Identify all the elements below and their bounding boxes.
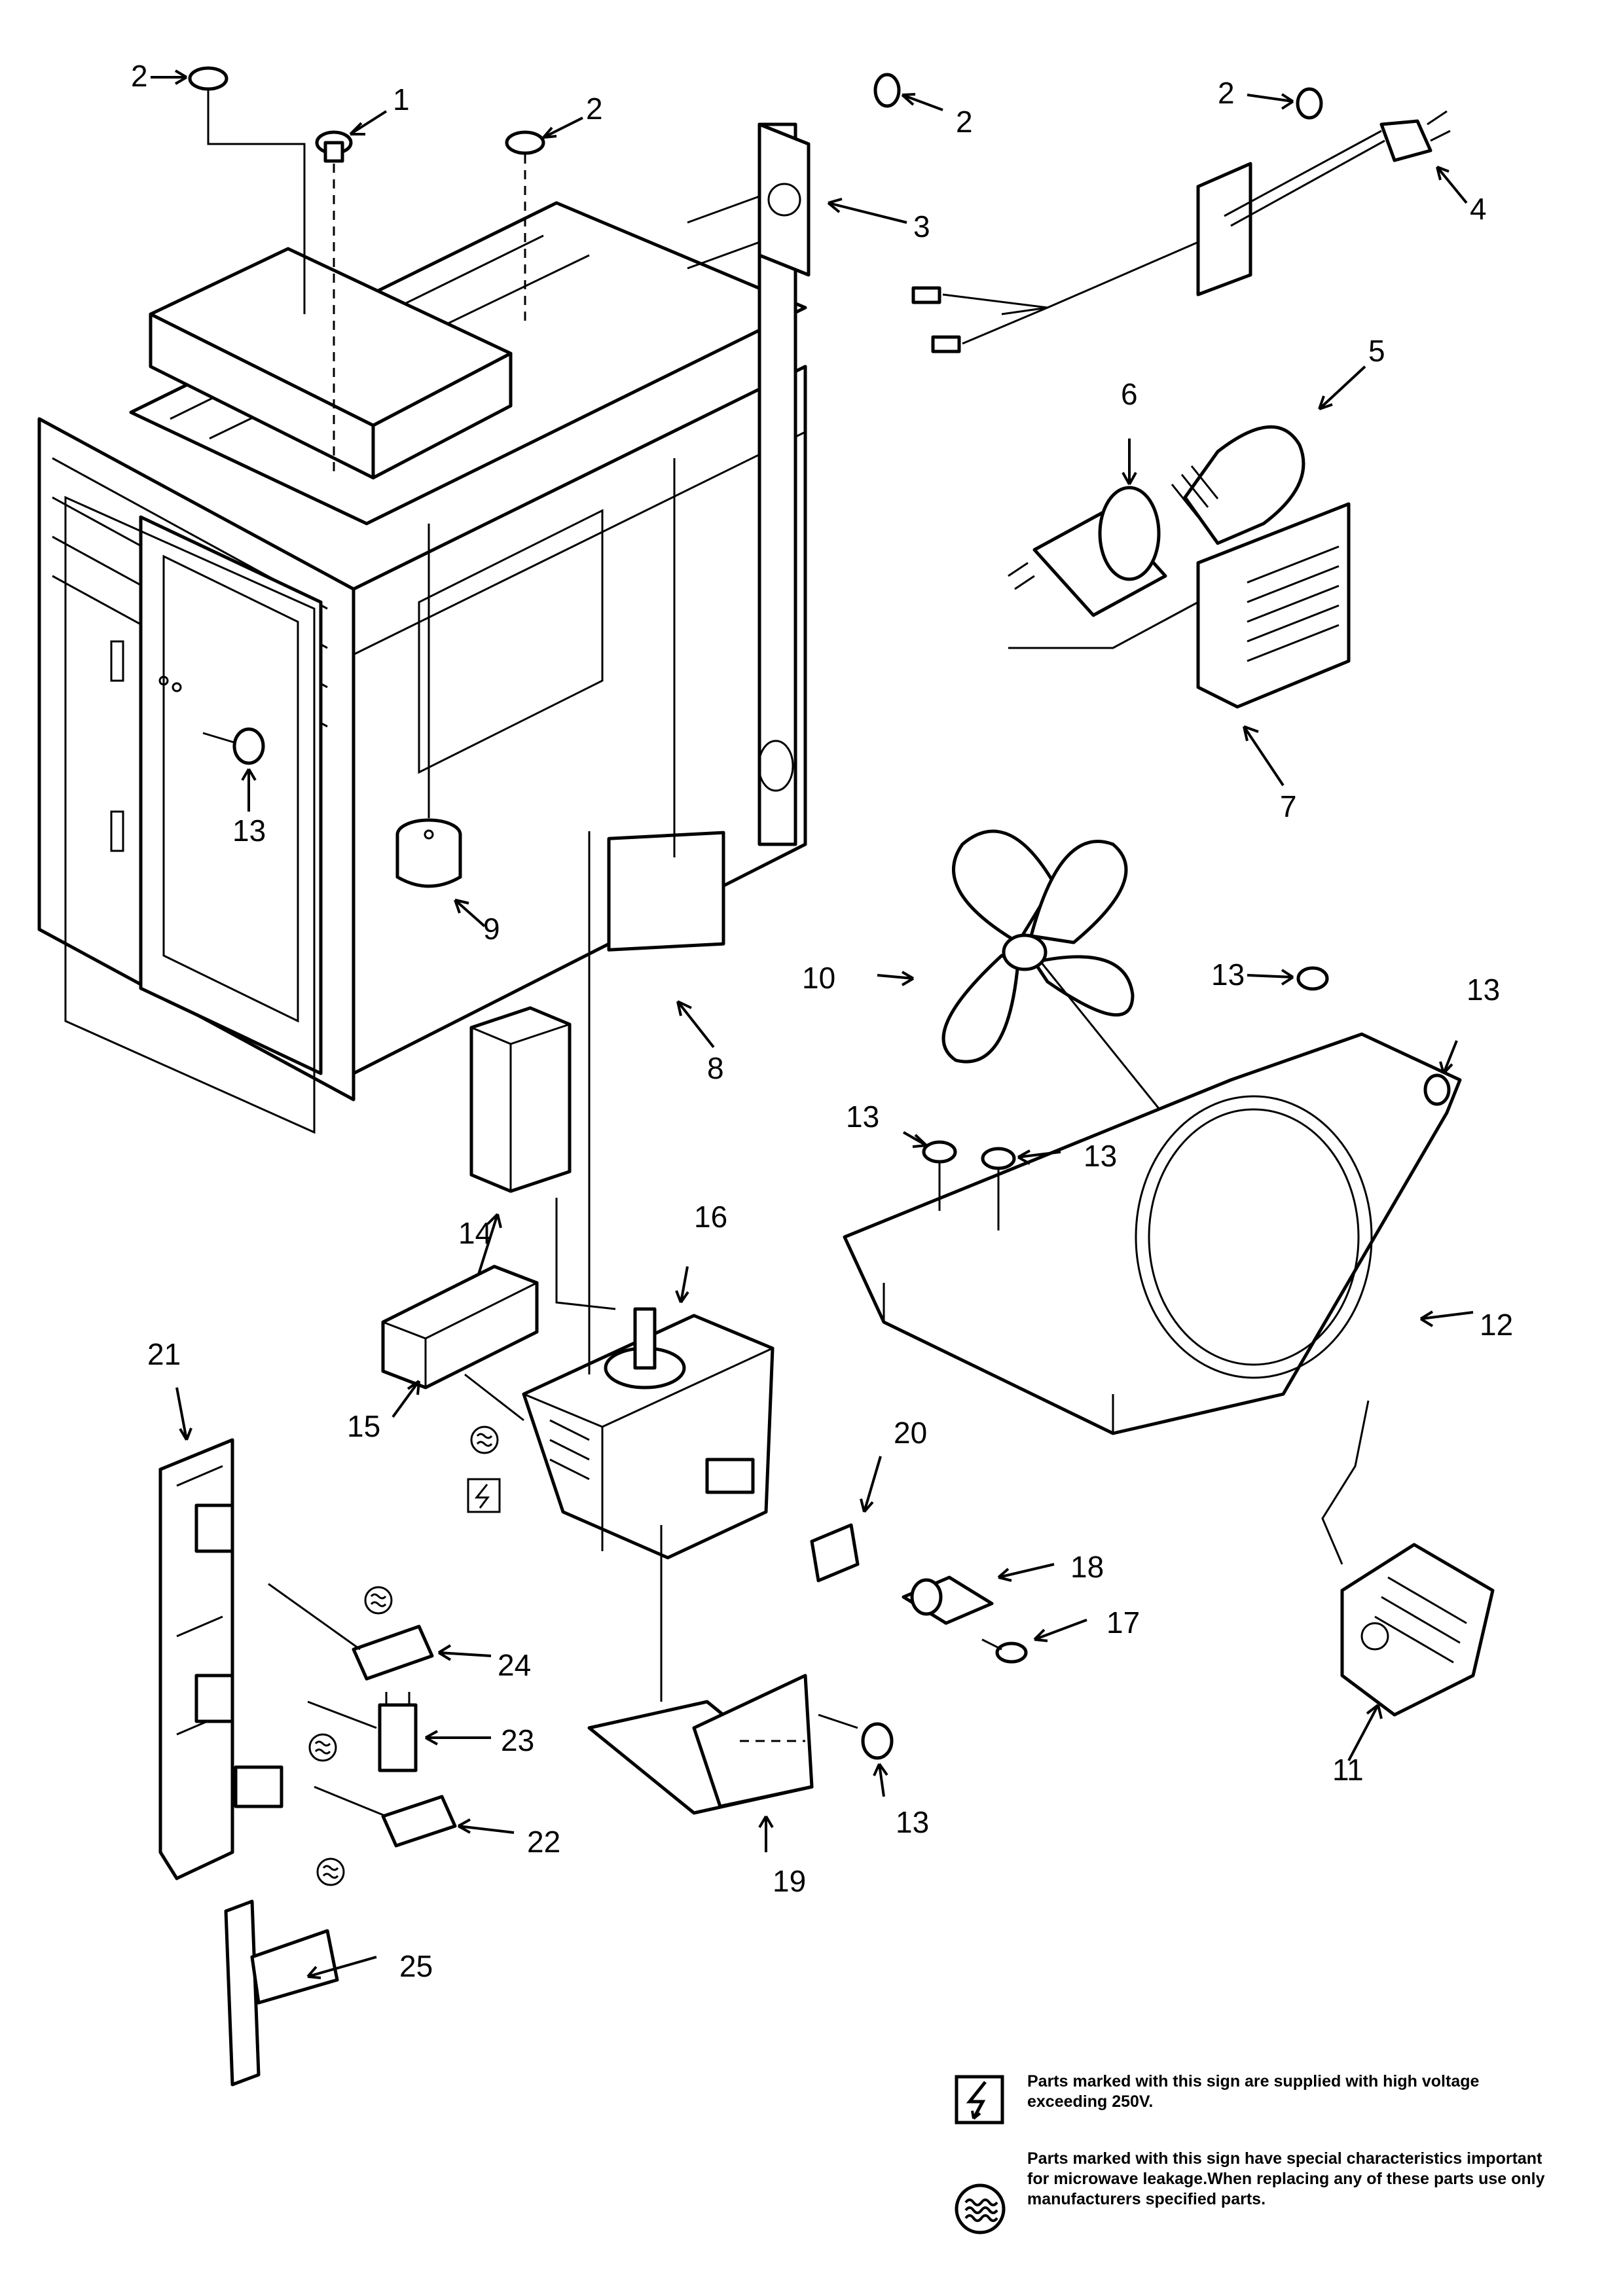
callout-24: 24 [498, 1648, 531, 1682]
part-19-bracket [587, 1525, 814, 1852]
callout-13: 13 [1467, 973, 1500, 1007]
chassis-frame [37, 122, 807, 1134]
callout-13: 13 [1084, 1139, 1117, 1173]
part-12-fan-duct [843, 1032, 1474, 1435]
microwave-wave-icon [316, 1857, 345, 1886]
callout-21: 21 [147, 1337, 181, 1371]
callout-13: 13 [1211, 958, 1245, 992]
microwave-wave-icon [364, 1586, 393, 1615]
microwave-wave-icon [308, 1733, 337, 1762]
part-5-lamp-bulb [1171, 365, 1366, 545]
callout-13: 13 [846, 1100, 879, 1134]
part-20-plate [810, 1456, 882, 1583]
part-8-cover-sheet [607, 458, 725, 1049]
part-23-switch [307, 1692, 491, 1772]
callout-23: 23 [501, 1723, 534, 1757]
lightning-bolt-icon [467, 1478, 501, 1513]
part-3-bracket-plate [757, 122, 907, 277]
callout-11: 11 [1332, 1753, 1364, 1787]
legend: Parts marked with this sign are supplied… [953, 2072, 1561, 2259]
part-21-latch-bracket [158, 1387, 283, 1880]
part-13-screws [202, 727, 1458, 1797]
callout-15: 15 [347, 1409, 380, 1443]
part-14-filter-block [469, 1006, 616, 1310]
callout-17: 17 [1106, 1605, 1140, 1640]
part-24-switch [268, 1583, 492, 1681]
part-18-thermal-fuse [902, 1563, 1055, 1625]
part-4-power-cord [911, 110, 1468, 353]
part-17-screw [981, 1619, 1087, 1664]
microwave-wave-icon [470, 1426, 499, 1454]
callout-3: 3 [913, 209, 930, 243]
callout-2: 2 [956, 105, 973, 139]
callout-labels: 2 1 2 2 2 3 4 5 6 7 8 9 10 11 12 13 13 1… [131, 59, 1513, 1983]
part-15-filter-block [381, 1265, 539, 1422]
callout-2: 2 [1218, 76, 1235, 110]
callout-16: 16 [694, 1200, 727, 1234]
part-9-foot [395, 524, 486, 927]
callout-5: 5 [1368, 334, 1385, 368]
callout-25: 25 [399, 1949, 433, 1983]
callout-10: 10 [802, 961, 835, 995]
legend-high-voltage-text: Parts marked with this sign are supplied… [1027, 2072, 1480, 2111]
callout-2: 2 [586, 92, 603, 126]
part-22-switch [314, 1785, 515, 1848]
part-1-screw [315, 110, 388, 471]
callout-13: 13 [896, 1805, 929, 1839]
part-2-screws [151, 66, 1323, 327]
part-11-fan-motor [1321, 1400, 1495, 1761]
callout-13: 13 [232, 814, 266, 848]
callout-7: 7 [1280, 789, 1297, 823]
callout-1: 1 [393, 82, 410, 117]
part-6-lamp-socket [1008, 439, 1167, 617]
part-16-magnetron [522, 831, 775, 1560]
microwave-wave-icon [955, 2183, 1006, 2234]
lightning-bolt-icon [955, 2075, 1004, 2125]
callout-18: 18 [1070, 1550, 1104, 1584]
callout-14: 14 [458, 1216, 492, 1250]
part-25-latch-hook [224, 1899, 377, 2087]
legend-microwave-text: Parts marked with this sign have special… [1027, 2149, 1545, 2208]
callout-4: 4 [1470, 192, 1487, 226]
part-10-fan-blade [877, 829, 1258, 1231]
callout-19: 19 [773, 1864, 806, 1898]
callout-9: 9 [483, 912, 500, 946]
callout-6: 6 [1121, 377, 1138, 411]
callout-2: 2 [131, 59, 148, 93]
part-7-lamp-cover [1008, 502, 1351, 787]
legend-microwave: Parts marked with this sign have special… [953, 2149, 1561, 2236]
callout-22: 22 [527, 1825, 560, 1859]
callout-12: 12 [1480, 1308, 1513, 1342]
legend-high-voltage: Parts marked with this sign are supplied… [953, 2072, 1561, 2126]
callout-20: 20 [894, 1416, 927, 1450]
callout-8: 8 [707, 1051, 724, 1085]
